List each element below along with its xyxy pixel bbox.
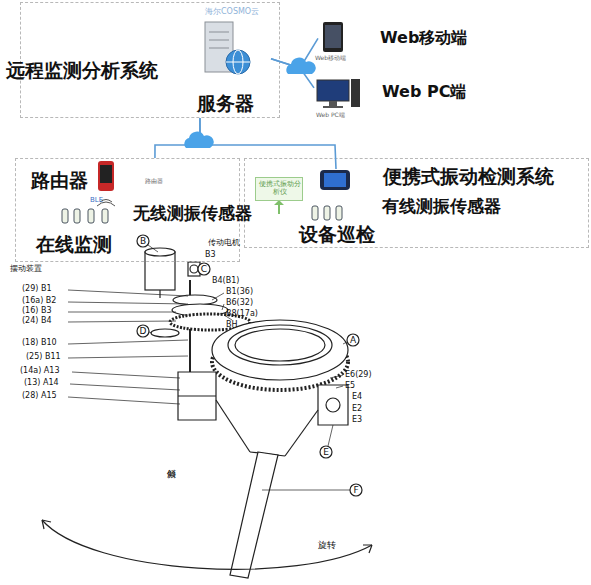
machine-sketch [42,235,372,578]
cloud-name: 海尔COSMO云 [205,7,259,17]
part-label: (13) A14 [24,378,59,388]
server-symbol [205,22,250,74]
part-label: E2 [352,404,362,414]
callout-letter: A [347,334,359,346]
router-node: 路由器路由器 [97,161,177,195]
part-label: 摆动装置 [10,264,42,274]
callout-letter: B [137,235,149,247]
connector-line [271,38,318,68]
mobile-node: Web移动端Web移动端 [318,20,354,66]
motion-label: 旋转 [318,540,336,551]
system-box: 远程监测分析系统海尔COSMO云服务器 [20,2,280,118]
part-label: E6(29) [345,370,372,380]
part-label: (29) B1 [22,284,52,294]
part-label: B3 [205,250,216,260]
part-label: B4(B1) [212,276,239,286]
node-label: 路由器 [31,169,88,192]
node-label: Web移动端 [380,28,467,47]
flow-arrow [274,200,284,214]
box-label: 便携式振动分析仪 [258,180,302,197]
sensor-symbol [62,209,108,223]
part-label: B8(17a) [226,309,258,319]
node-label: 便携式振动检测系统 [383,165,554,188]
connector-line [271,59,314,88]
analyzer-box: 便携式振动分析仪 [255,177,303,201]
part-label: 传动电机 [208,238,240,248]
section-heading: 远程监测分析系统 [6,59,158,82]
part-label: BH [226,320,238,330]
tablet-symbol [323,22,343,52]
pc-node: Web PC端Web PC端 [314,76,362,120]
connector-line [200,118,336,169]
callout-letter: E [320,446,332,458]
cloud-symbol [184,132,213,148]
icon-caption: Web PC端 [316,111,345,118]
sensor-symbol [312,206,342,220]
part-label: (18) B10 [22,338,57,348]
part-label: (16) B3 [22,306,52,316]
part-label: E3 [352,415,362,425]
device-node: 便携式振动检测系统 [319,169,353,193]
part-label: B1(36) [226,287,253,297]
pc-symbol [317,79,360,108]
part-label: (28) A15 [22,391,57,401]
icon-caption: Web移动端 [315,54,346,61]
part-label: (14a) A13 [20,366,60,376]
component-label: 无线测振传感器 [133,203,252,223]
icon-caption: 路由器 [145,177,163,184]
part-label: B6(32) [226,298,253,308]
cloud-symbol [286,58,315,74]
section-heading: 设备巡检 [299,223,375,246]
part-label: E5 [345,381,355,391]
part-label: (16a) B2 [22,296,56,306]
callout-letter: D [137,325,149,337]
node-label: 服务器 [197,92,254,115]
section-heading: 在线监测 [36,233,112,256]
device-symbol [320,170,350,190]
protocol-label: BLE [90,196,103,204]
connector-line [155,118,200,158]
node-label: Web PC端 [382,82,466,101]
callout-letter: C [198,263,210,275]
component-label: 有线测振传感器 [382,196,501,216]
part-label: (25) B11 [26,352,61,362]
server-node: 海尔COSMO云服务器 [191,6,271,94]
part-label: (24) B4 [22,316,52,326]
part-label: E4 [352,392,362,402]
callout-letter: F [350,484,362,496]
